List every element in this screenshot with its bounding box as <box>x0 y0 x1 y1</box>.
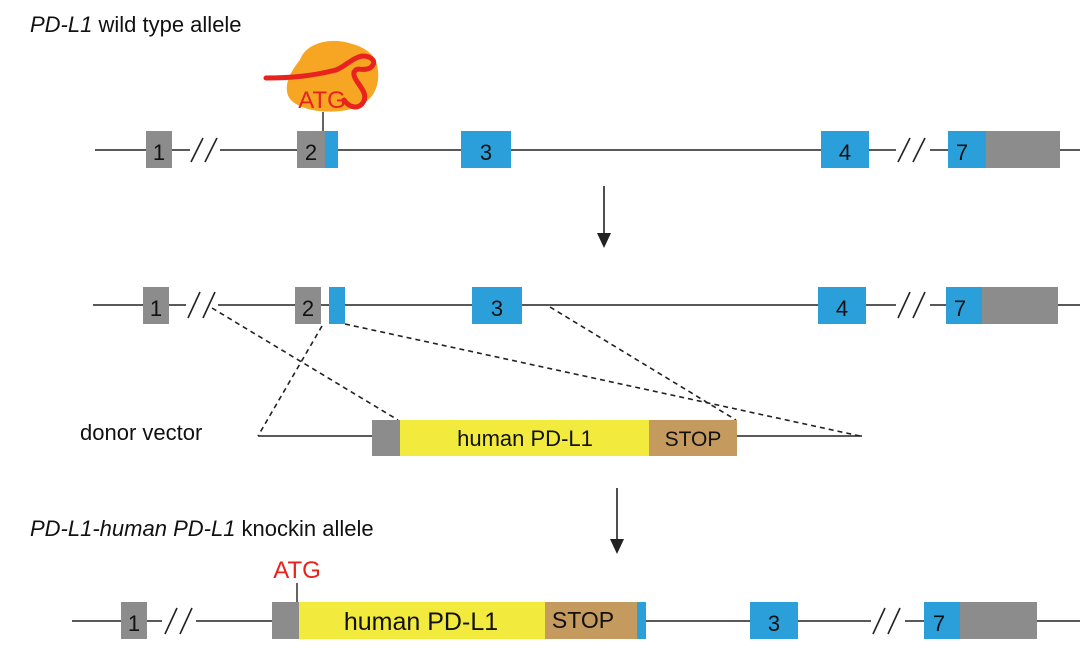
mid-exon-1: 1 <box>143 287 169 324</box>
down-arrow-1 <box>597 186 611 248</box>
wt-exon-2-label: 2 <box>305 140 317 165</box>
mid-exon-2: 2 <box>295 287 321 324</box>
mid-exon-4: 4 <box>818 287 866 324</box>
ki-exon-7-label: 7 <box>933 611 945 636</box>
wt-exon-1: 1 <box>146 131 172 168</box>
homology-dashes <box>211 306 861 437</box>
wt-exon-2: 2 <box>297 131 338 168</box>
ki-exon-3: 3 <box>750 602 798 639</box>
ki-exon-1: 1 <box>121 602 147 639</box>
mid-exon-2-label: 2 <box>302 296 314 321</box>
knockin-title: PD-L1-human PD-L1 knockin allele <box>30 518 374 540</box>
mid-exon-7: 7 <box>946 287 1058 324</box>
ki-break-1 <box>162 607 196 635</box>
ki-insert: human PD-L1 STOP <box>272 602 646 639</box>
ki-stop-label: STOP <box>552 607 614 633</box>
wt-exon-4-label: 4 <box>839 140 851 165</box>
down-arrow-2 <box>610 488 624 554</box>
ki-gray-arm <box>272 602 299 639</box>
ki-human-pdl1 <box>299 602 545 639</box>
wt-exon-7-label: 7 <box>956 140 968 165</box>
wt-exon-4: 4 <box>821 131 869 168</box>
wild-type-gene: PD-L1 <box>30 12 93 37</box>
mid-exon-3-label: 3 <box>491 296 503 321</box>
knockin-gene: PD-L1-human PD-L1 <box>30 516 236 541</box>
donor-human-pdl1 <box>400 420 649 456</box>
mid-break-2 <box>896 291 930 319</box>
mid-break-1 <box>186 291 218 319</box>
donor-gray-arm <box>372 420 400 456</box>
mid-exon-4-label: 4 <box>836 296 848 321</box>
donor-vector: human PD-L1 STOP <box>258 420 862 456</box>
wt-exon-3: 3 <box>461 131 511 168</box>
wt-exon-7: 7 <box>948 131 1060 168</box>
mid-exon-1-label: 1 <box>150 296 162 321</box>
wt-break-1 <box>190 137 220 163</box>
donor-vector-label: donor vector <box>80 420 203 445</box>
wild-type-title: PD-L1 wild type allele <box>30 14 242 36</box>
ki-blue-tail <box>637 602 646 639</box>
ki-exon-1-label: 1 <box>128 611 140 636</box>
ki-human-label: human PD-L1 <box>344 608 498 636</box>
ki-break-2 <box>871 607 905 635</box>
wt-exon-3-label: 3 <box>480 140 492 165</box>
wild-type-title-rest: wild type allele <box>92 12 242 37</box>
mid-exon-3: 3 <box>472 287 522 324</box>
protein-icon: ATG <box>263 40 379 114</box>
donor-stop <box>649 420 737 456</box>
mid-exon-7-label: 7 <box>954 296 966 321</box>
wt-atg-label: ATG <box>298 87 346 114</box>
mid-exon-2-coding <box>329 287 345 324</box>
ki-atg-label: ATG <box>273 557 321 584</box>
donor-human-label: human PD-L1 <box>457 426 593 451</box>
knockin-title-rest: knockin allele <box>235 516 374 541</box>
wt-exon-1-label: 1 <box>153 140 165 165</box>
wt-break-2 <box>896 137 930 163</box>
ki-exon-7: 7 <box>924 602 1037 639</box>
ki-stop <box>545 602 637 639</box>
ki-exon-3-label: 3 <box>768 611 780 636</box>
donor-stop-label: STOP <box>665 428 722 451</box>
